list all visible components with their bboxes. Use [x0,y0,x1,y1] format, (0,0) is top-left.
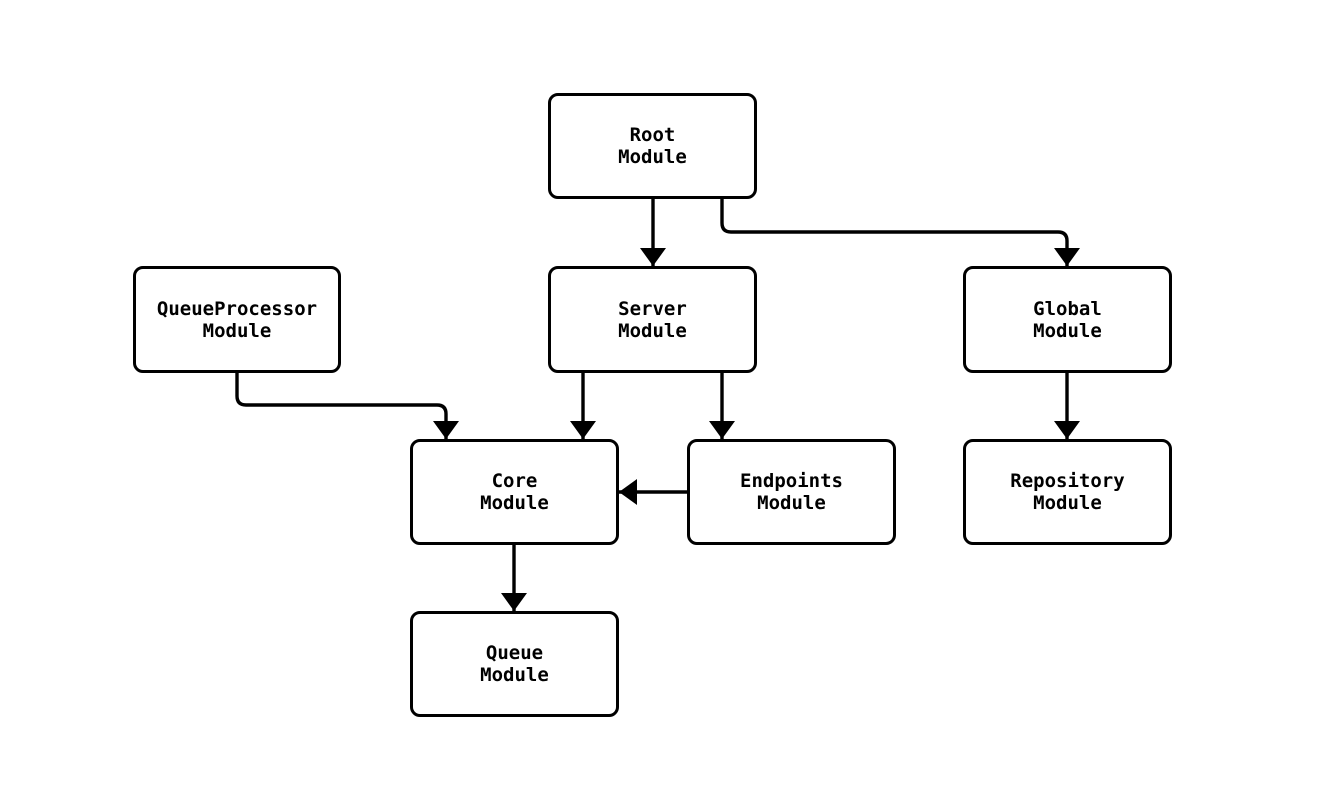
node-root-label: Root Module [618,124,687,168]
node-core: Core Module [410,439,619,545]
node-global-label: Global Module [1033,297,1102,342]
node-queue-label: Queue Module [480,642,549,686]
arrowhead-global-to-repository [1054,421,1080,439]
node-endpoints-label: Endpoints Module [740,470,843,514]
node-queueprocessor-label: QueueProcessor Module [156,297,318,342]
node-server: Server Module [548,266,757,373]
node-repository-label: Repository Module [1010,470,1125,514]
node-global: Global Module [963,266,1172,373]
node-core-label: Core Module [480,470,549,514]
arrowhead-server-to-core [570,421,596,439]
node-endpoints: Endpoints Module [687,439,896,545]
node-server-label: Server Module [618,297,687,342]
arrowhead-root-to-server [640,248,666,266]
node-repository: Repository Module [963,439,1172,545]
arrowhead-endpoints-to-core [619,479,637,505]
node-queue: Queue Module [410,611,619,717]
arrowhead-root-to-global [1054,248,1080,266]
node-queueprocessor: QueueProcessor Module [133,266,341,373]
arrowhead-core-to-queue [501,593,527,611]
arrowhead-queueprocessor-to-core [433,421,459,439]
edge-queueprocessor-to-core [235,373,448,439]
arrowhead-server-to-endpoints [709,421,735,439]
node-root: Root Module [548,93,757,199]
edge-root-to-global [720,199,1069,266]
